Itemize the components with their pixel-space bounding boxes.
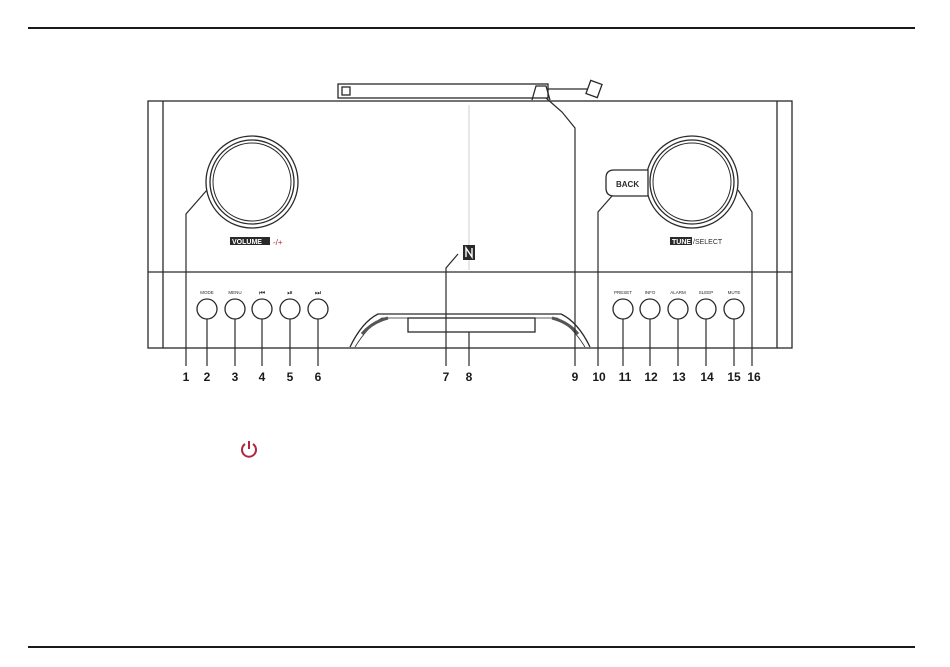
select-label: /SELECT [693, 239, 723, 246]
play-pause-button[interactable] [280, 299, 300, 319]
callout-6: 6 [315, 370, 322, 384]
left-button-row [197, 299, 328, 319]
prev-button[interactable] [252, 299, 272, 319]
callout-1: 1 [183, 370, 190, 384]
back-label: BACK [616, 180, 639, 189]
callout-15: 15 [727, 370, 741, 384]
callout-5: 5 [287, 370, 294, 384]
display-bay [350, 314, 590, 347]
mode-button[interactable] [197, 299, 217, 319]
preset-label: PRESET [614, 290, 632, 295]
sleep-label: SLEEP [699, 290, 714, 295]
callout-14: 14 [700, 370, 714, 384]
callout-8: 8 [466, 370, 473, 384]
callout-12: 12 [644, 370, 658, 384]
nfc-icon [463, 245, 475, 260]
info-label: INFO [645, 290, 656, 295]
volume-label: VOLUME [232, 239, 262, 246]
power-icon [238, 438, 260, 460]
volume-knob[interactable] [206, 136, 298, 228]
callout-13: 13 [672, 370, 686, 384]
callout-16: 16 [747, 370, 761, 384]
play-pause-label: ⏯ [287, 290, 293, 297]
lcd-display [408, 318, 535, 332]
next-button[interactable] [308, 299, 328, 319]
callout-3: 3 [232, 370, 239, 384]
antenna [338, 80, 602, 100]
tune-label: TUNE [672, 239, 691, 246]
callout-11: 11 [619, 370, 632, 384]
mute-button[interactable] [724, 299, 744, 319]
menu-label: MENU [228, 290, 241, 295]
prev-label: ⏮ [259, 290, 265, 297]
callout-7: 7 [443, 370, 450, 384]
mute-label: MUTE [728, 290, 741, 295]
preset-button[interactable] [613, 299, 633, 319]
volume-plus-minus: -/+ [273, 238, 283, 247]
mode-label: MODE [200, 290, 214, 295]
callout-10: 10 [592, 370, 606, 384]
tune-select-knob[interactable] [646, 136, 738, 228]
alarm-button[interactable] [668, 299, 688, 319]
alarm-label: ALARM [670, 290, 686, 295]
callout-4: 4 [259, 370, 266, 384]
callout-9: 9 [572, 370, 579, 384]
sleep-button[interactable] [696, 299, 716, 319]
callout-2: 2 [204, 370, 211, 384]
info-button[interactable] [640, 299, 660, 319]
menu-button[interactable] [225, 299, 245, 319]
right-button-row [613, 299, 744, 319]
next-label: ⏭ [315, 290, 322, 297]
